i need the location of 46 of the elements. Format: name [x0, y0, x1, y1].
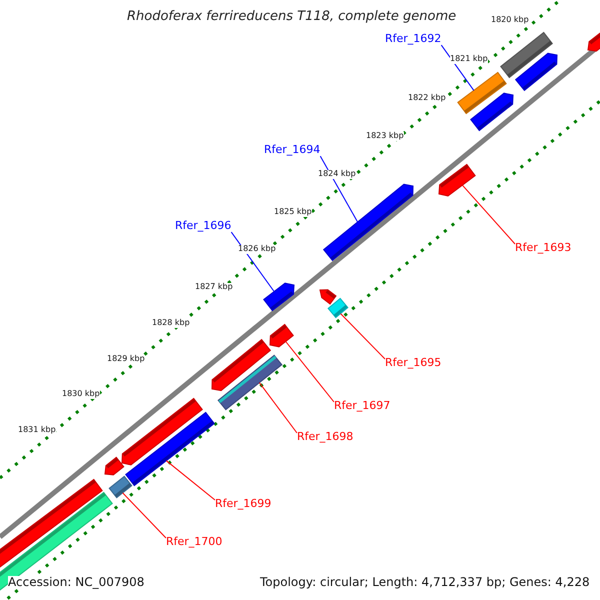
leader-line: [230, 232, 275, 292]
gene-bar: [514, 52, 558, 92]
gene-label: Rfer_1699: [215, 498, 272, 510]
leader-line: [440, 44, 474, 91]
scale-label: 1823 kbp: [366, 132, 404, 141]
gene-bar: [328, 298, 348, 318]
gene-label: Rfer_1697: [334, 400, 390, 412]
chart-title: Rhodoferax ferrireducens T118, complete genome: [127, 10, 456, 24]
gene-label: Rfer_1700: [166, 536, 222, 548]
gene-label: Rfer_1694: [264, 144, 320, 156]
gene-label: Rfer_1696: [175, 220, 232, 232]
gene-label: Rfer_1695: [385, 357, 442, 370]
scale-label: 1822 kbp: [408, 94, 446, 103]
gene-bar: [104, 456, 124, 476]
scale-label: 1826 kbp: [238, 245, 276, 254]
leader-line: [320, 156, 358, 222]
scale-label: 1829 kbp: [107, 355, 145, 364]
genome-info-label: Topology: circular; Length: 4,712,337 bp; Genes: 4,228: [260, 576, 590, 590]
leader-line: [122, 492, 166, 538]
scale-label: 1830 kbp: [62, 390, 100, 399]
gene-bar: [438, 164, 476, 197]
gene-label: Rfer_1692: [385, 33, 442, 46]
gene-bar: [319, 289, 337, 305]
leader-line: [285, 341, 334, 402]
gene-bar: [218, 354, 282, 410]
scale-label: 1828 kbp: [152, 319, 190, 328]
gene-bar: [470, 92, 514, 132]
gene-bar: [125, 412, 215, 486]
leader-line: [166, 460, 216, 500]
gene-bar: [269, 324, 294, 348]
gene-label: Rfer_1693: [515, 242, 572, 254]
leader-line: [258, 382, 298, 434]
gene-label: Rfer_1698: [297, 431, 354, 444]
scale-label: 1820 kbp: [491, 16, 529, 25]
scale-label: 1824 kbp: [318, 170, 356, 179]
scale-label: 1831 kbp: [18, 426, 56, 435]
accession-label: Accession: NC_007908: [8, 576, 144, 590]
scale-label: 1825 kbp: [274, 208, 312, 217]
gene-bar: [587, 30, 600, 52]
scale-label: 1827 kbp: [195, 283, 233, 292]
gene-bar: [263, 282, 295, 312]
leader-line: [340, 313, 386, 360]
gene-bar: [108, 476, 132, 498]
gene-bar: [322, 184, 414, 262]
leader-line: [462, 184, 516, 244]
scale-label: 1821 kbp: [450, 55, 488, 64]
